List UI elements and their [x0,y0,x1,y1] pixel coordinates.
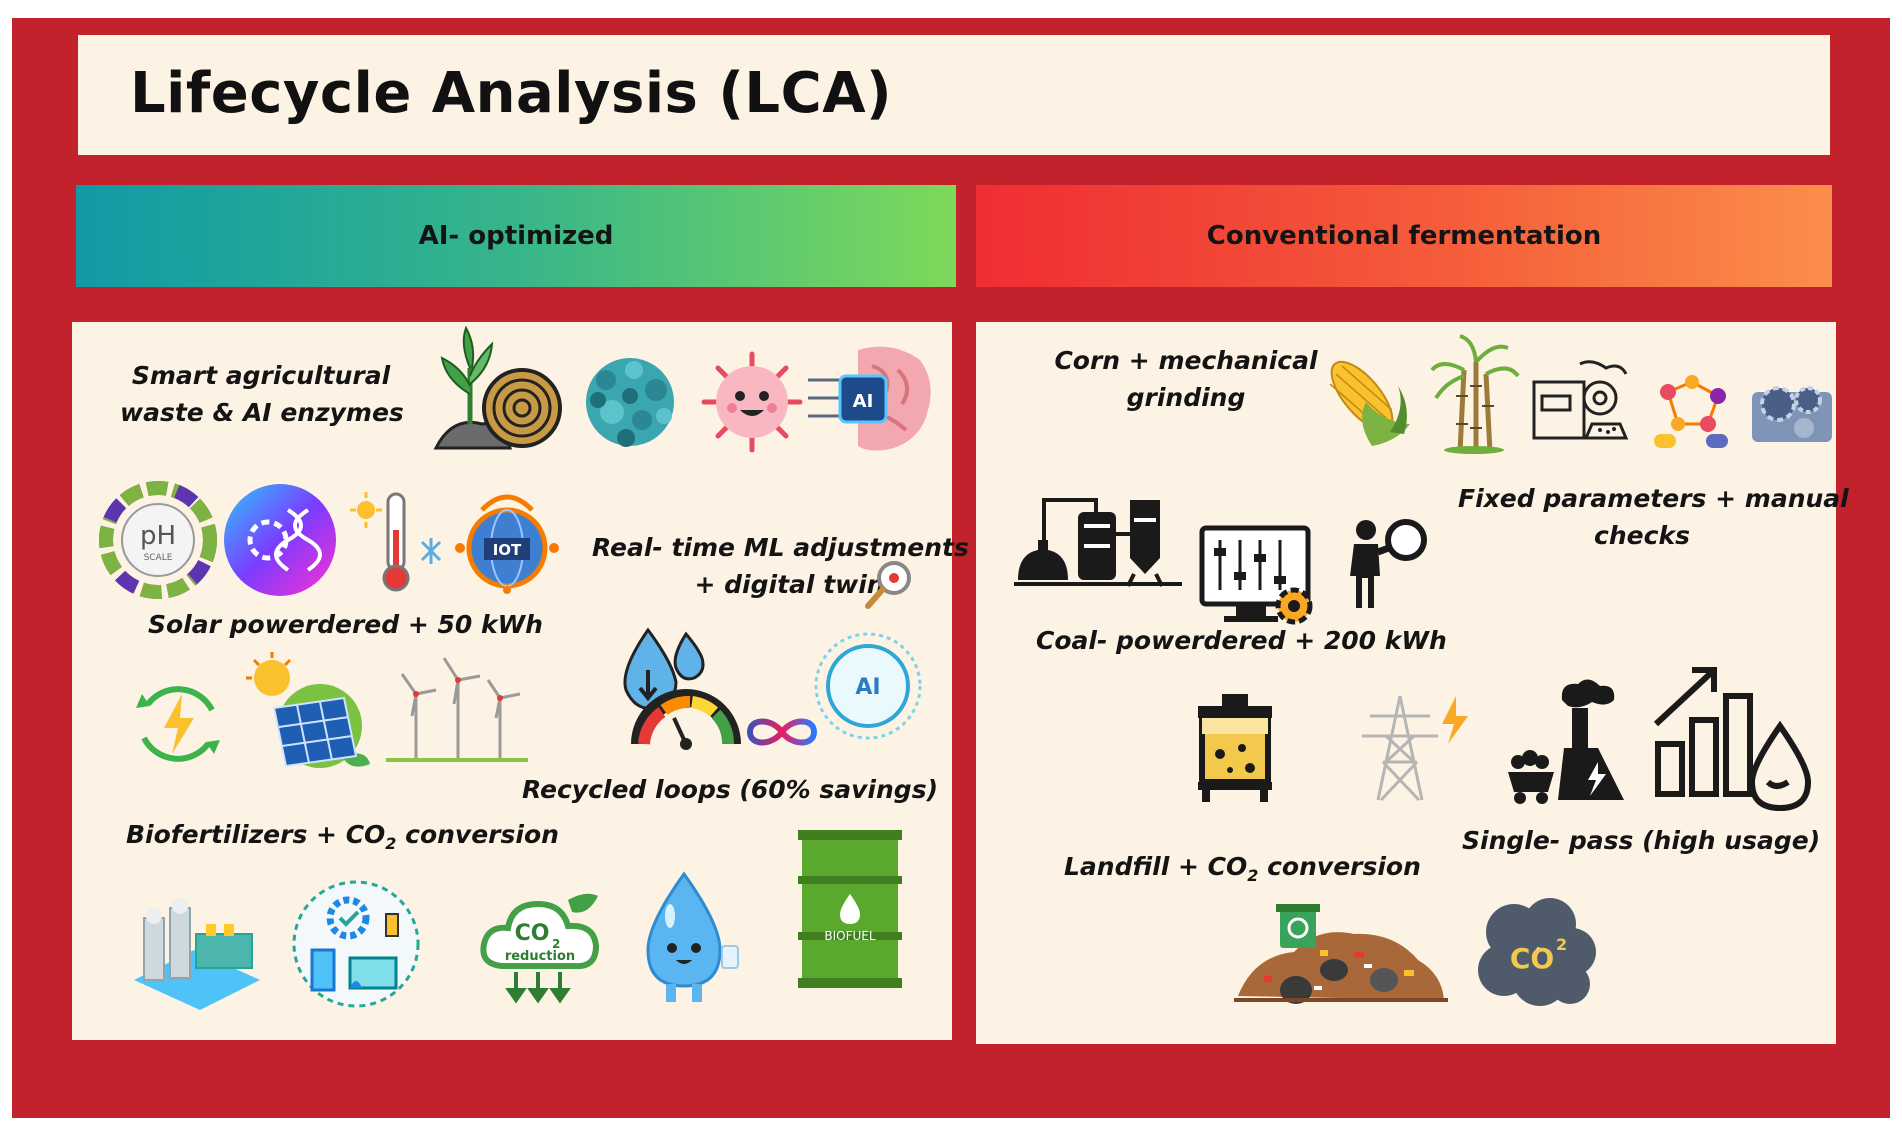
dna-gear-icon [224,484,336,596]
biorefinery-factory-icon [134,898,260,1010]
ai-waste-label: Biofertilizers + CO2 conversion [126,816,559,862]
conv-control-line1: Fixed parameters + manual [1458,484,1849,513]
coal-power-plant-icon [1508,679,1624,804]
conv-feedstock-line1: Corn + mechanical [1054,346,1318,375]
water-gauge-icon [623,627,741,750]
solar-panel-icon [246,652,370,768]
digital-twin-magnifier-icon [865,561,911,609]
ai-control-line2: + digital twins [694,570,900,599]
co2-smoke-cloud-icon: CO 2 [1478,898,1596,1006]
infinity-loop-icon [746,718,818,746]
conventional-panel [976,322,1836,1044]
renewable-energy-cycle-icon [136,686,220,762]
wind-turbine-icon [386,657,528,762]
ph-scale-icon: pH SCALE [99,481,217,599]
ai-feedstock-line1: Smart agricultural [131,361,391,390]
enzyme-molecule-icon [586,358,674,447]
plant-soil-icon [433,325,562,450]
sugarcane-icon [1430,334,1520,454]
grinding-machine-icon [1532,360,1629,440]
ai-circle-text: AI [855,675,880,700]
conv-water-label: Single- pass (high usage) [1462,826,1821,855]
ai-chip-brain-icon: AI [808,346,931,451]
page-title: Lifecycle Analysis (LCA) [130,61,893,126]
conv-waste-sub: 2 [1247,866,1259,885]
title-bar: Lifecycle Analysis (LCA) [78,35,1830,155]
ai-waste-suffix: conversion [396,820,559,849]
conv-feedstock-line2: grinding [1126,383,1246,412]
co2-sub-text: 2 [552,937,560,951]
fermenter-vessel-icon [1198,694,1272,802]
conv-waste-prefix: Landfill + CO [1064,852,1248,881]
conv-energy-label: Coal- powerdered + 200 kWh [1036,626,1447,655]
conv-waste-label: Landfill + CO2 conversion [1064,848,1421,894]
ai-circle-icon: AI [814,632,922,740]
ai-control-line1: Real- time ML adjustments [592,533,969,562]
water-usage-rising-icon [1653,667,1812,812]
manual-inspection-icon [1350,519,1427,608]
ai-feedstock-line2: waste & AI enzymes [120,398,404,427]
biofuel-barrel-icon: BIOFUEL [798,830,902,988]
ai-energy-label: Solar powerdered + 50 kWh [148,610,543,639]
header-conventional-fermentation: Conventional fermentation [976,185,1832,287]
water-droplet-character-icon [646,871,739,1002]
ai-feedstock-label: Smart agricultural waste & AI enzymes [120,357,404,431]
ai-chip-text: AI [853,391,874,412]
ai-control-label: Real- time ML adjustments + digital twin… [592,529,969,603]
control-panel-icon [1199,525,1313,625]
corn-icon [1329,360,1410,446]
ai-water-label: Recycled loops (60% savings) [522,775,939,804]
ai-waste-sub: 2 [385,834,397,853]
thermometer-icon [350,492,442,592]
microbe-icon [701,351,803,453]
chemical-molecule-icon [1654,375,1728,448]
iot-text: IOT [493,541,522,559]
fermentation-tanks-icon [1014,498,1182,587]
iot-globe-icon: IOT [455,494,559,594]
conv-feedstock-label: Corn + mechanical grinding [1038,342,1334,416]
co2-text: CO [515,921,550,946]
conv-waste-suffix: conversion [1258,852,1421,881]
industrial-gears-icon [1752,386,1832,442]
reduction-text: reduction [505,949,575,964]
co2-cloud-sup-text: 2 [1556,935,1567,954]
ph-scale-text: SCALE [144,553,173,563]
header-ai-optimized: AI- optimized [76,185,956,287]
ai-waste-prefix: Biofertilizers + CO [126,820,386,849]
landfill-waste-icon [1234,904,1448,1004]
biofuel-text: BIOFUEL [824,929,875,943]
conv-control-label: Fixed parameters + manual checks [1458,480,1849,554]
conv-control-line2: checks [1594,521,1690,550]
co2-reduction-cloud-icon: CO 2 reduction [480,893,600,1004]
process-automation-icon [292,880,420,1008]
power-pylon-icon [1362,695,1468,802]
ph-text: pH [140,521,176,551]
co2-cloud-text: CO [1510,942,1554,975]
